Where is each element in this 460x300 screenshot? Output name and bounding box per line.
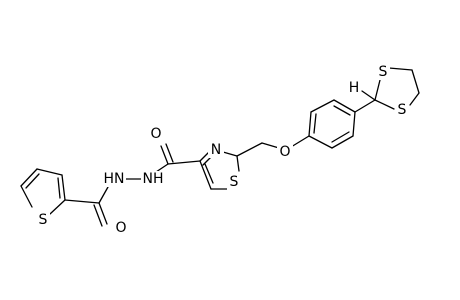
atom-label: O: [279, 144, 290, 160]
bond: [308, 111, 312, 137]
nh-group: NH: [141, 171, 165, 187]
atom-label: S: [379, 64, 388, 80]
bond: [261, 142, 280, 149]
bond: [64, 199, 100, 204]
bond: [310, 99, 335, 113]
hydrogen-atom-methine: H: [347, 80, 361, 96]
sulfur-atom-dithiolane-top: S: [376, 64, 390, 80]
bond: [155, 163, 169, 173]
atom-label: S: [398, 102, 407, 118]
bond: [165, 143, 174, 163]
oxygen-atom-carbonyl-upper: O: [148, 126, 164, 142]
bond: [411, 69, 420, 94]
bond: [352, 111, 356, 137]
bond: [388, 67, 413, 71]
bond: [199, 151, 210, 162]
bond: [361, 90, 376, 101]
atom-label: HN: [104, 171, 125, 187]
atom-label: S: [230, 174, 239, 190]
bond: [222, 151, 238, 157]
sulfur-atom-thiophene: S: [36, 212, 50, 228]
oxygen-atom-ether: O: [277, 144, 293, 160]
bond: [49, 199, 66, 215]
atom-label: O: [115, 220, 126, 236]
bond: [374, 99, 395, 110]
bond: [333, 105, 351, 116]
bond: [36, 168, 63, 176]
atom-label: S: [39, 212, 48, 228]
bond: [308, 135, 333, 149]
bond: [199, 160, 212, 190]
sulfur-atom-thiazole: S: [227, 174, 241, 190]
bond: [160, 145, 169, 165]
atom-label: H: [349, 80, 360, 96]
bond: [20, 185, 33, 208]
atom-label: N: [211, 142, 221, 158]
bond: [57, 177, 61, 199]
bond: [98, 186, 109, 204]
nitrogen-atom-thiazole: N: [208, 142, 224, 158]
bond: [25, 173, 40, 189]
bond: [93, 204, 103, 227]
bond: [167, 160, 201, 165]
bond: [61, 174, 66, 201]
bond: [331, 135, 354, 149]
bond: [333, 99, 356, 113]
bond: [409, 92, 420, 106]
sulfur-atom-dithiolane-bottom: S: [395, 102, 409, 118]
bond: [290, 135, 310, 148]
bonds: [20, 67, 420, 227]
bond: [20, 168, 38, 187]
bond: [313, 113, 317, 134]
atoms: S O HN NH O N S O: [36, 64, 409, 236]
oxygen-atom-carbonyl-lower: O: [113, 220, 129, 236]
bond: [204, 163, 214, 184]
bond: [354, 99, 376, 113]
atom-label: O: [150, 126, 161, 142]
hn-group: HN: [102, 171, 126, 187]
atom-label: NH: [143, 171, 164, 187]
bond: [98, 202, 108, 225]
bond: [374, 79, 381, 101]
bond: [236, 142, 263, 157]
bond: [331, 131, 350, 143]
bond: [236, 155, 240, 172]
